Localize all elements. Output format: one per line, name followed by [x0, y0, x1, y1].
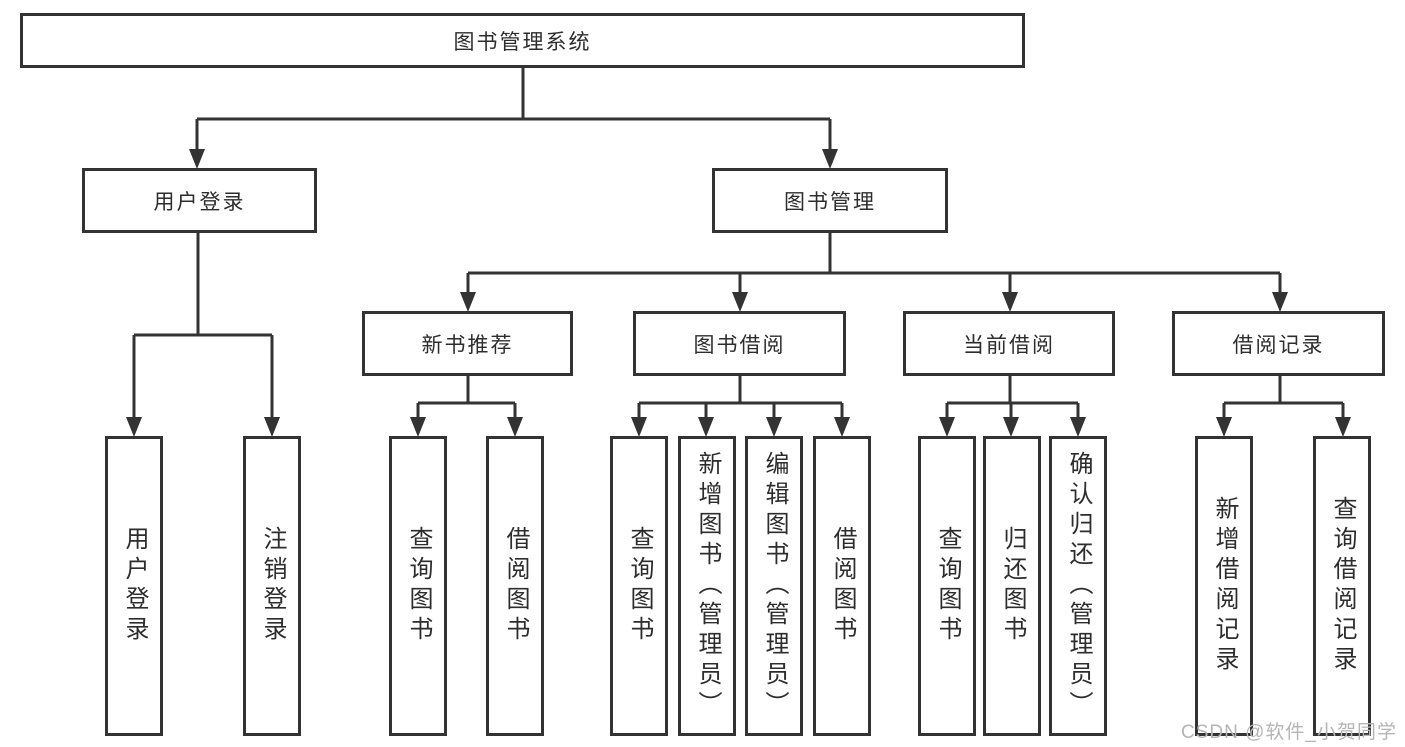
node-new-book-recommend: 新书推荐: [362, 311, 573, 376]
leaf-confirm-return-admin: 确认归还（管理员）: [1049, 436, 1107, 736]
connector-currentborrow-to-leaves: [945, 376, 1080, 419]
node-book-management: 图书管理: [712, 168, 948, 233]
connector-records-to-leaves: [1222, 376, 1345, 419]
leaf-query-books-current: 查询图书: [918, 436, 976, 736]
leaf-label: 查询图书: [405, 526, 432, 646]
node-label: 图书管理: [784, 190, 876, 214]
node-label: 图书借阅: [693, 333, 786, 357]
leaf-label: 编辑图书（管理员）: [761, 451, 788, 721]
leaf-add-borrow-record: 新增借阅记录: [1195, 436, 1253, 736]
connector-root-to-level2: [195, 68, 832, 151]
node-label: 借阅记录: [1232, 333, 1325, 357]
leaf-query-books-recommend: 查询图书: [389, 436, 447, 736]
node-label: 当前借阅: [963, 333, 1055, 357]
leaf-add-books-admin: 新增图书（管理员）: [678, 436, 736, 736]
leaf-label: 注销登录: [259, 526, 286, 646]
leaf-label: 查询图书: [934, 526, 961, 646]
node-book-borrow: 图书借阅: [633, 311, 846, 376]
node-label: 新书推荐: [421, 333, 514, 357]
leaf-return-books: 归还图书: [983, 436, 1041, 736]
node-label: 用户登录: [153, 190, 246, 214]
connector-mgmt-to-level3: [466, 233, 1282, 294]
leaf-label: 新增图书（管理员）: [694, 451, 721, 721]
leaf-label: 借阅图书: [829, 526, 856, 646]
leaf-label: 用户登录: [121, 526, 148, 646]
leaf-label: 查询图书: [626, 526, 653, 646]
leaf-label: 借阅图书: [502, 526, 529, 646]
node-current-borrow: 当前借阅: [903, 311, 1115, 376]
connector-newbook-to-leaves: [416, 376, 517, 419]
leaf-label: 归还图书: [999, 526, 1026, 646]
node-borrow-records: 借阅记录: [1172, 311, 1385, 376]
leaf-edit-books-admin: 编辑图书（管理员）: [745, 436, 803, 736]
connector-bookborrow-to-leaves: [637, 376, 844, 419]
leaf-label: 查询借阅记录: [1329, 496, 1356, 676]
leaf-query-borrow-record: 查询借阅记录: [1313, 436, 1371, 736]
leaf-query-books-borrow: 查询图书: [610, 436, 668, 736]
leaf-logout: 注销登录: [243, 436, 301, 736]
connector-login-to-leaves: [132, 233, 274, 419]
leaf-label: 新增借阅记录: [1211, 496, 1238, 676]
node-user-login: 用户登录: [82, 168, 317, 233]
leaf-borrow-books-recommend: 借阅图书: [486, 436, 544, 736]
node-root-system: 图书管理系统: [20, 13, 1025, 68]
node-root-label: 图书管理系统: [453, 30, 592, 54]
csdn-watermark: CSDN @软件_小贺同学: [1181, 722, 1397, 743]
leaf-borrow-books: 借阅图书: [813, 436, 871, 736]
leaf-user-login: 用户登录: [105, 436, 163, 736]
leaf-label: 确认归还（管理员）: [1065, 451, 1092, 721]
